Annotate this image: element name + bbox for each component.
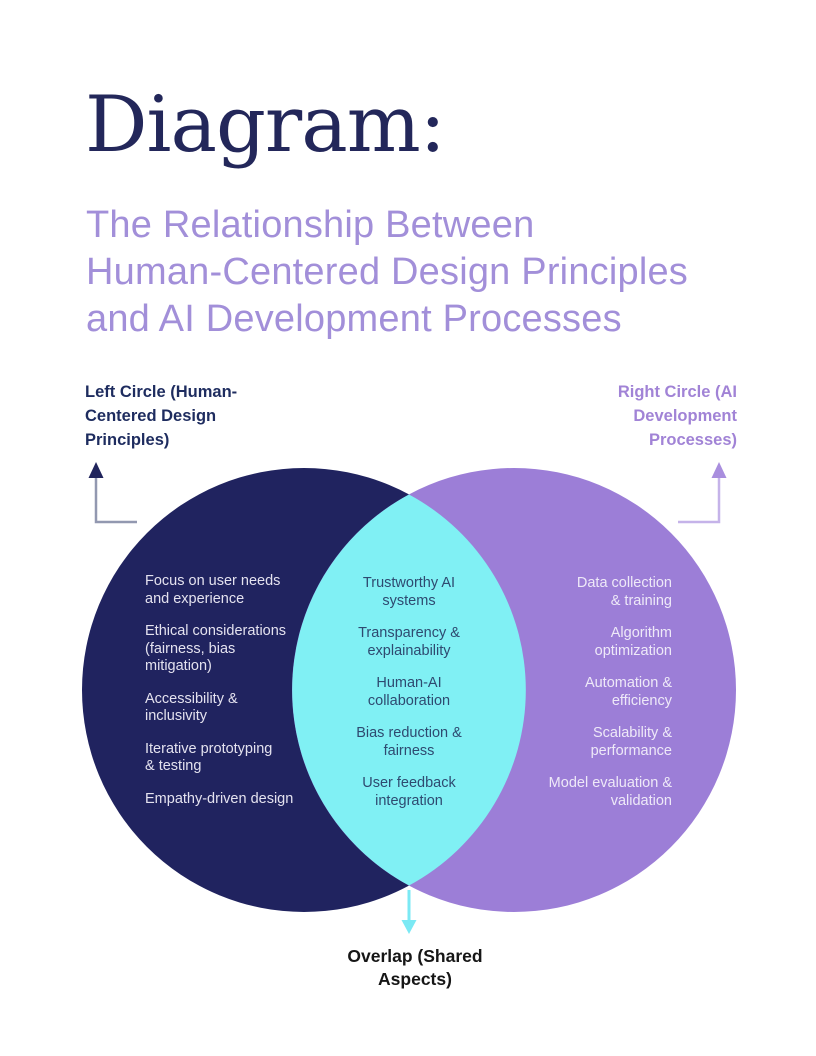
venn-overlap-item: User feedback integration bbox=[362, 775, 456, 809]
page-title: Diagram: bbox=[85, 80, 446, 170]
arrow-up-icon bbox=[88, 462, 104, 478]
right-arrow bbox=[678, 462, 727, 524]
left-arrow-line bbox=[94, 476, 137, 524]
overlap-lens bbox=[292, 494, 526, 886]
venn-overlap-item: Trustworthy AI systems bbox=[362, 575, 456, 609]
venn-left-item: Empathy-driven design bbox=[145, 790, 294, 807]
venn-overlap-item: Human-AI collaboration bbox=[367, 675, 451, 709]
overlap-items: Trustworthy AI systems Transparency & ex… bbox=[309, 575, 509, 825]
venn-right-item: Algorithm optimization bbox=[594, 625, 672, 659]
venn-left-item: Iterative prototyping & testing bbox=[145, 740, 273, 775]
venn-overlap-item: Bias reduction & fairness bbox=[356, 725, 462, 759]
overlap-arrow bbox=[401, 890, 417, 934]
left-circle-items: Focus on user needs and experience Ethic… bbox=[145, 573, 330, 823]
arrow-down-icon bbox=[401, 920, 417, 934]
venn-left-item: Ethical considerations (fairness, bias m… bbox=[145, 623, 287, 674]
overlap-label: Overlap (Shared Aspects) bbox=[347, 946, 483, 989]
right-arrow-line bbox=[678, 476, 721, 524]
venn-overlap-item: Transparency & explainability bbox=[358, 625, 460, 659]
venn-right-item: Automation & efficiency bbox=[584, 675, 672, 709]
left-circle-label: Left Circle (Human- Centered Design Prin… bbox=[85, 383, 238, 449]
right-circle-items: Data collection & training Algorithm opt… bbox=[472, 575, 672, 825]
right-circle-label: Right Circle (AI Development Processes) bbox=[617, 383, 737, 449]
venn-left-item: Focus on user needs and experience bbox=[145, 573, 281, 607]
venn-right-item: Model evaluation & validation bbox=[548, 775, 672, 809]
page-subtitle: The Relationship Between Human-Centered … bbox=[86, 204, 689, 340]
left-arrow bbox=[88, 462, 137, 524]
venn-left-item: Accessibility & inclusivity bbox=[145, 690, 238, 725]
venn-right-item: Scalability & performance bbox=[590, 725, 672, 759]
venn-right-item: Data collection & training bbox=[576, 575, 672, 609]
arrow-up-icon bbox=[711, 462, 727, 478]
